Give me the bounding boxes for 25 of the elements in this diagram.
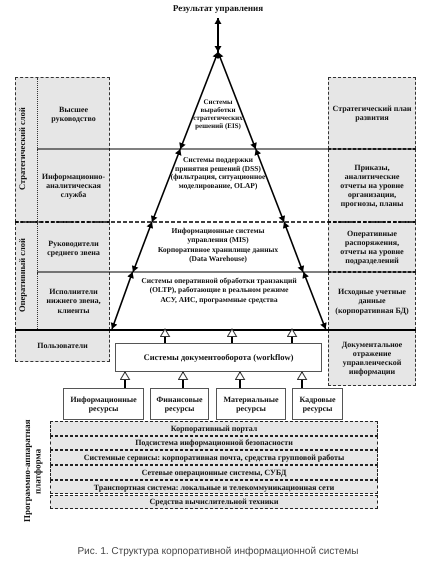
layer-label: Корпоративный портал [170, 424, 258, 433]
layer-label: Средства вычислительной техники [149, 497, 279, 506]
box-label: Приказы, аналитические отчеты на уровне организации, прогнозы, планы [339, 162, 405, 208]
box-label: Пользователи [37, 341, 88, 351]
box-label: Руководители среднего звена [46, 238, 101, 258]
box-label: Исходные учетные данные (корпоративная БД) [334, 287, 410, 315]
layer-title: Стратегический слой [18, 106, 28, 192]
layer-label: Системные сервисы: корпоративная почта, средства групповой работы [84, 453, 344, 462]
platform-title: Программно-аппаратная платформа [22, 418, 43, 524]
layer-title: Оперативный слой [18, 237, 28, 314]
box-label: Информационно-аналитическая служба [41, 172, 106, 200]
box-label: Высшее руководство [50, 104, 97, 124]
box-label: Документальное отражение управленческой информации [340, 340, 404, 376]
box-label: Системы документооборота (workflow) [144, 352, 294, 362]
box-label: Стратегический план развития [332, 104, 412, 122]
box-label: Исполнители нижнего звена, клиенты [45, 287, 102, 315]
layer-label: Транспортная система: локальные и телекоммуникационная сети [94, 482, 334, 492]
box-label: Материальные ресурсы [222, 394, 280, 414]
caption: Рис. 1. Структура корпоративной информационной системы [76, 546, 360, 558]
box-label: Финансовые ресурсы [155, 394, 204, 414]
box-label: Информационные ресурсы [69, 394, 138, 414]
box-label: Оперативные распоряжения, отчеты на уровне подразделений [339, 228, 405, 266]
box-label: Кадровые ресурсы [298, 394, 337, 414]
layer-label: Сетевые операционные системы, СУБД [142, 468, 286, 478]
layer-label: Подсистема информационной безопасности [135, 438, 293, 448]
